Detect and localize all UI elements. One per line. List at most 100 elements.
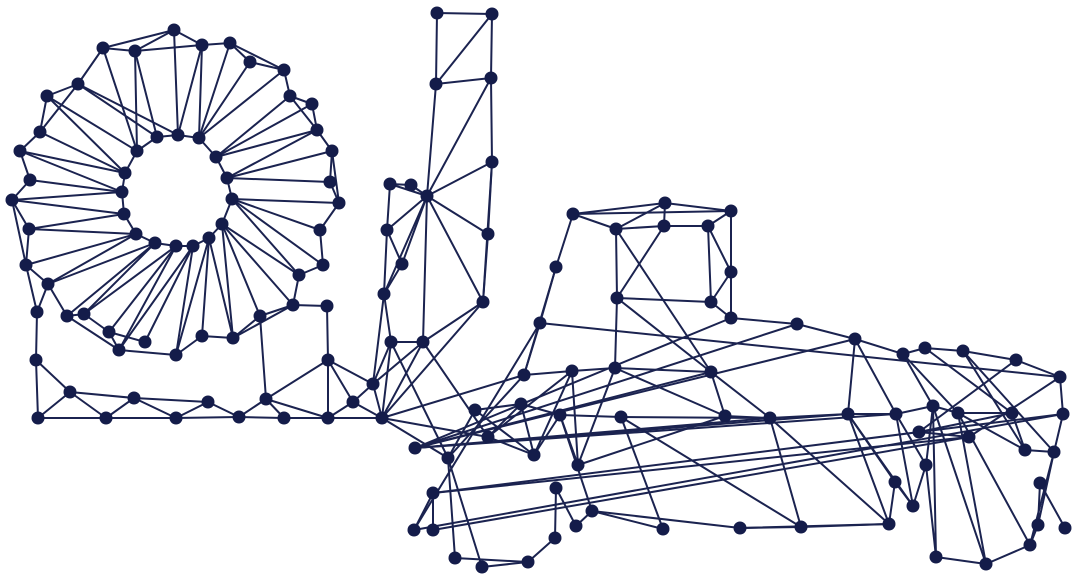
graph-edge [414,414,1063,530]
graph-edge [848,414,889,524]
graph-edge [427,196,483,302]
graph-edge [174,30,178,135]
graph-node [97,42,110,55]
graph-edge [617,298,711,372]
graph-node [378,288,391,301]
graph-node [449,552,462,565]
graph-edge [534,415,560,455]
graph-node [347,396,360,409]
graph-node [78,308,91,321]
graph-edge [135,51,137,151]
graph-edge [209,238,233,338]
graph-node [306,98,319,111]
graph-edge [266,360,328,399]
graph-node [41,90,54,103]
graph-edge [373,342,423,384]
graph-edge [199,43,230,138]
graph-node [324,176,337,189]
graph-edge [384,294,391,342]
graph-edge [926,406,933,465]
graph-node [907,500,920,513]
graph-node [224,37,237,50]
graph-node [193,132,206,145]
graph-node [658,220,671,233]
graph-edge [70,392,134,398]
graph-node [408,524,421,537]
graph-node [14,145,27,158]
graph-node [734,522,747,535]
graph-node [725,266,738,279]
graph-node [1057,408,1070,421]
graph-node [883,518,896,531]
graph-node [170,349,183,362]
edges-layer [12,13,1065,567]
graph-edge [665,203,731,211]
graph-edge [936,557,986,564]
graph-edge [78,84,178,135]
graph-node [210,151,223,164]
graph-edge [555,488,556,538]
graph-node [170,412,183,425]
graph-node [385,336,398,349]
graph-node [1048,446,1061,459]
graph-edge [415,324,797,448]
graph-edge [491,78,492,162]
graph-node [518,369,531,382]
graph-node [326,145,339,158]
graph-node [405,179,418,192]
graph-node [980,558,993,571]
graph-node [477,296,490,309]
graph-node [128,392,141,405]
graph-edge [232,199,323,265]
graph-node [64,386,77,399]
graph-node [293,269,306,282]
graph-node [42,278,55,291]
graph-edge [103,30,174,48]
graph-node [1019,444,1032,457]
graph-node [321,300,334,313]
graph-node [705,296,718,309]
graph-node [227,332,240,345]
graph-node [139,336,152,349]
graph-node [427,487,440,500]
graph-node [957,345,970,358]
graph-node [1034,477,1047,490]
graph-edge [578,416,725,465]
graph-edge [448,458,482,567]
graph-node [221,172,234,185]
graph-edge [384,230,387,294]
graph-edge [436,13,437,84]
graph-node [131,145,144,158]
graph-node [322,412,335,425]
graph-edge [436,14,492,84]
graph-node [567,208,580,221]
graph-node [1059,522,1072,535]
graph-edge [36,312,37,360]
graph-node [284,90,297,103]
graph-node [376,412,389,425]
graph-node [32,412,45,425]
graph-node [381,224,394,237]
graph-edge [199,70,284,138]
graph-node [515,398,528,411]
graph-edge [616,229,617,298]
graph-edge [239,417,284,418]
graph-edge [134,398,208,402]
graph-edge [12,200,124,214]
graph-node [427,524,440,537]
graph-node [431,7,444,20]
graph-edge [26,234,136,265]
graph-edge [423,196,427,342]
graph-edge [387,184,390,230]
graph-edge [232,199,339,203]
graph-node [534,317,547,330]
graph-node [486,8,499,21]
graph-node [615,411,628,424]
graph-node [30,354,43,367]
graph-edge [617,226,664,298]
graph-node [952,407,965,420]
graph-node [244,56,257,69]
graph-edge [230,43,284,70]
graph-edge [199,45,202,138]
